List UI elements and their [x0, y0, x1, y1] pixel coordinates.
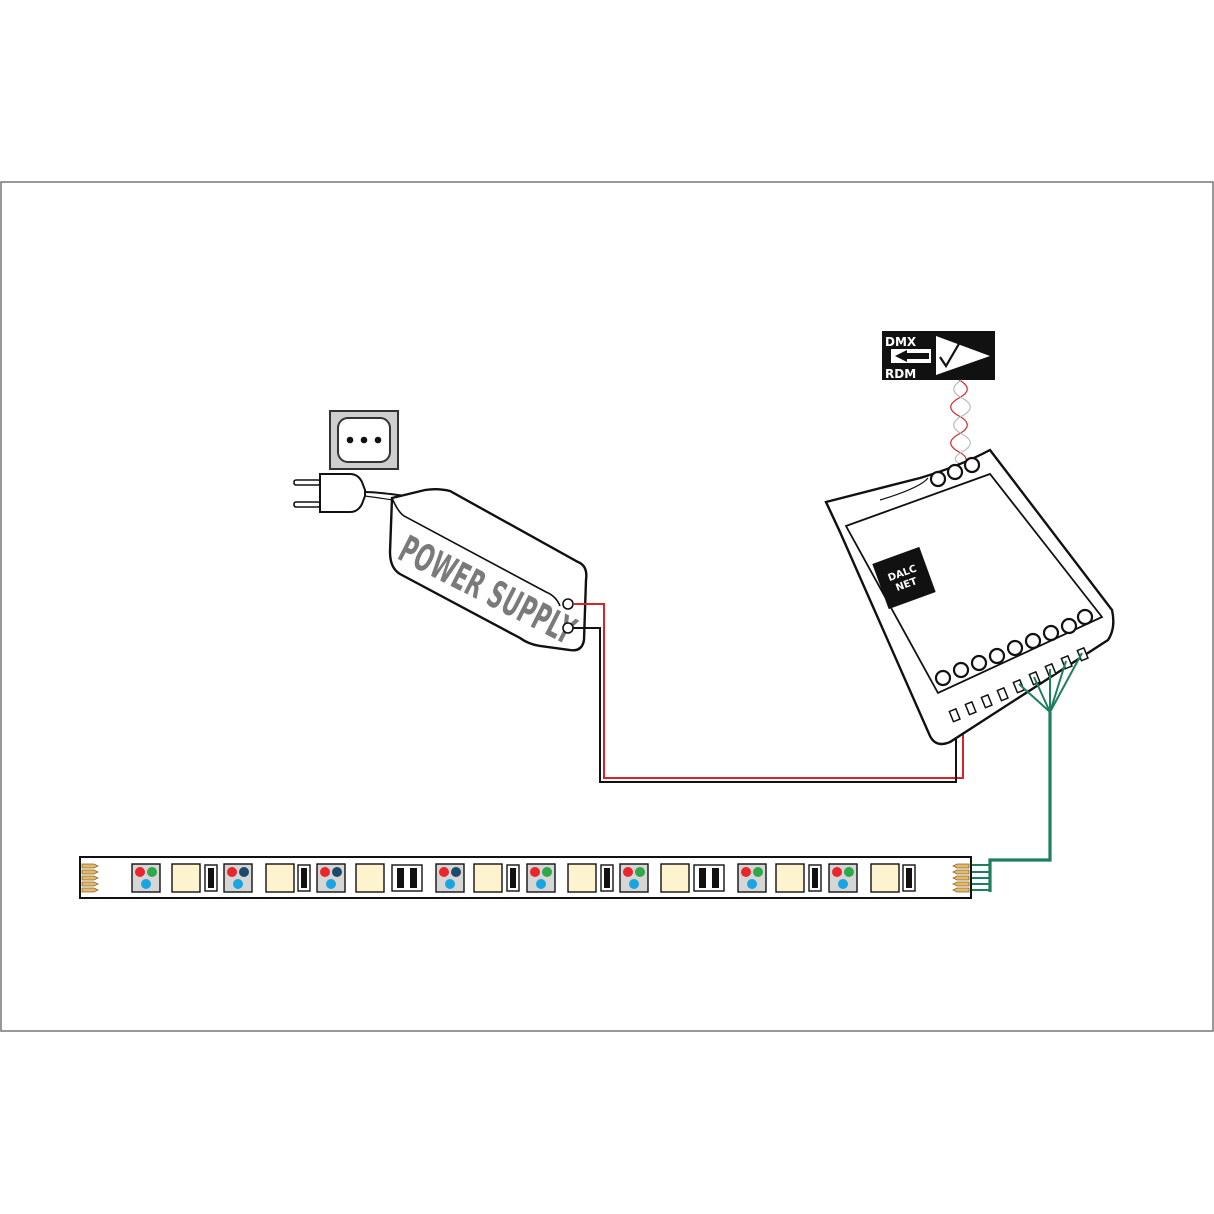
- resistor-body: [208, 868, 214, 888]
- resistor-pair: [391, 864, 423, 892]
- rgb-led-blue-die: [629, 879, 639, 889]
- warm-white-led: [870, 863, 900, 893]
- dmx-cable: [950, 379, 971, 465]
- resistor-body: [397, 868, 404, 888]
- rgb-led-red-die: [135, 867, 145, 877]
- rgb-led-blue-die: [536, 879, 546, 889]
- arrow-left-icon: [895, 350, 929, 362]
- psu-terminal-negative: [562, 622, 574, 634]
- checkmark-icon: [939, 341, 961, 369]
- rgb-led-red-die: [832, 867, 842, 877]
- controller-screw-terminals: [934, 608, 1094, 687]
- dalcnet-controller: DALC NET: [824, 448, 1115, 746]
- power-plug-icon: [293, 473, 409, 513]
- warm-white-led: [567, 863, 597, 893]
- rgb-led-red-die: [227, 867, 237, 877]
- warm-white-led: [660, 863, 690, 893]
- positive-wire: [573, 603, 964, 779]
- rgb-led-second-die: [542, 867, 552, 877]
- wall-socket-icon: [329, 410, 399, 470]
- resistor-body: [812, 868, 818, 888]
- dmx-label: DMX: [885, 335, 917, 349]
- rgb-led-red-die: [439, 867, 449, 877]
- rgb-led-red-die: [623, 867, 633, 877]
- warm-white-led: [265, 863, 295, 893]
- rgb-led-second-die: [147, 867, 157, 877]
- rgb-led-blue-die: [326, 879, 336, 889]
- strip-components: [131, 863, 916, 893]
- strip-output-pads: [952, 863, 970, 893]
- rgb-led-second-die: [635, 867, 645, 877]
- psu-terminal-positive: [562, 598, 574, 610]
- rgb-led-second-die: [753, 867, 763, 877]
- rgb-led-red-die: [320, 867, 330, 877]
- led-strip: [79, 856, 972, 899]
- warm-white-led: [775, 863, 805, 893]
- rgb-led-blue-die: [141, 879, 151, 889]
- negative-wire: [573, 627, 957, 783]
- strip-input-pads: [81, 863, 99, 893]
- dmx-rdm-badge: DMX RDM: [882, 331, 995, 381]
- rgb-led-blue-die: [233, 879, 243, 889]
- led-channel-wires: [972, 652, 1083, 892]
- warm-white-led: [473, 863, 503, 893]
- rgb-led-blue-die: [445, 879, 455, 889]
- resistor-body: [712, 868, 719, 888]
- rgb-led-second-die: [844, 867, 854, 877]
- rgb-led-second-die: [332, 867, 342, 877]
- resistor-pair: [693, 864, 725, 892]
- rgb-led-red-die: [530, 867, 540, 877]
- resistor-body: [301, 868, 307, 888]
- rgb-led-blue-die: [838, 879, 848, 889]
- warm-white-led: [171, 863, 201, 893]
- rdm-label: RDM: [885, 367, 916, 381]
- dalcnet-logo: [872, 546, 936, 610]
- resistor-body: [604, 868, 610, 888]
- resistor-body: [510, 868, 516, 888]
- resistor-body: [906, 868, 912, 888]
- resistor-body: [699, 868, 706, 888]
- rgb-led-second-die: [451, 867, 461, 877]
- power-wires: [573, 603, 964, 783]
- rgb-led-red-die: [741, 867, 751, 877]
- rgb-led-second-die: [239, 867, 249, 877]
- rgb-led-blue-die: [747, 879, 757, 889]
- resistor-body: [410, 868, 417, 888]
- warm-white-led: [355, 863, 385, 893]
